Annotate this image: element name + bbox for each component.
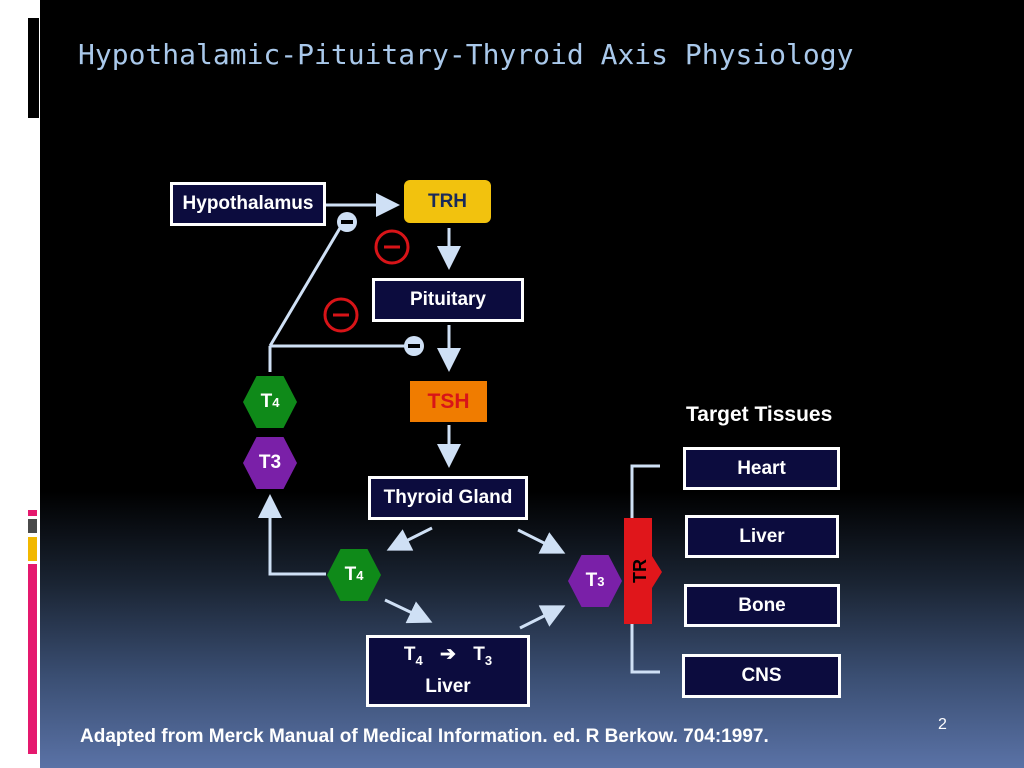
pituitary-box: Pituitary: [372, 278, 524, 322]
citation: Adapted from Merck Manual of Medical Inf…: [80, 726, 769, 747]
liver-conversion-box: T4 ➔ T3 Liver: [366, 635, 530, 707]
inhibit-circle-tsh: [323, 297, 359, 333]
inhibit-circle-trh: [374, 229, 410, 265]
deco-bar: [28, 18, 39, 118]
deco-bar: [28, 537, 37, 561]
arrow-right-icon: ➔: [440, 644, 456, 666]
target-tissues-title: Target Tissues: [686, 403, 833, 426]
deco-bar: [28, 510, 37, 516]
page-number: 2: [938, 716, 947, 733]
liver-label: Liver: [425, 675, 471, 697]
arrow-liver-to-t3: [519, 605, 566, 630]
target-tissue-bone: Bone: [684, 584, 840, 627]
arrow-thyroid-to-t4: [386, 526, 433, 551]
target-tissue-liver: Liver: [685, 515, 839, 558]
target-tissue-cns: CNS: [682, 654, 841, 698]
tsh-box: TSH: [410, 381, 487, 422]
slide-title: Hypothalamic-Pituitary-Thyroid Axis Phys…: [78, 38, 854, 71]
deco-bar: [28, 564, 37, 754]
arrow-thyroid-to-t3: [517, 528, 566, 554]
feedback-line-to-hypothalamus: [268, 227, 342, 347]
feedback-line-t4-up: [258, 494, 326, 576]
target-tissue-heart: Heart: [683, 447, 840, 490]
liver-conversion-row: T4 ➔ T3: [403, 644, 493, 668]
deco-bar: [28, 519, 37, 533]
hypothalamus-box: Hypothalamus: [170, 182, 326, 226]
arrow-t4-to-liver: [384, 598, 433, 624]
trh-box: TRH: [404, 180, 491, 223]
receptor-arrow: [624, 518, 662, 624]
thyroid-receptor-label: TR: [629, 559, 650, 583]
thyroid-gland-box: Thyroid Gland: [368, 476, 528, 520]
